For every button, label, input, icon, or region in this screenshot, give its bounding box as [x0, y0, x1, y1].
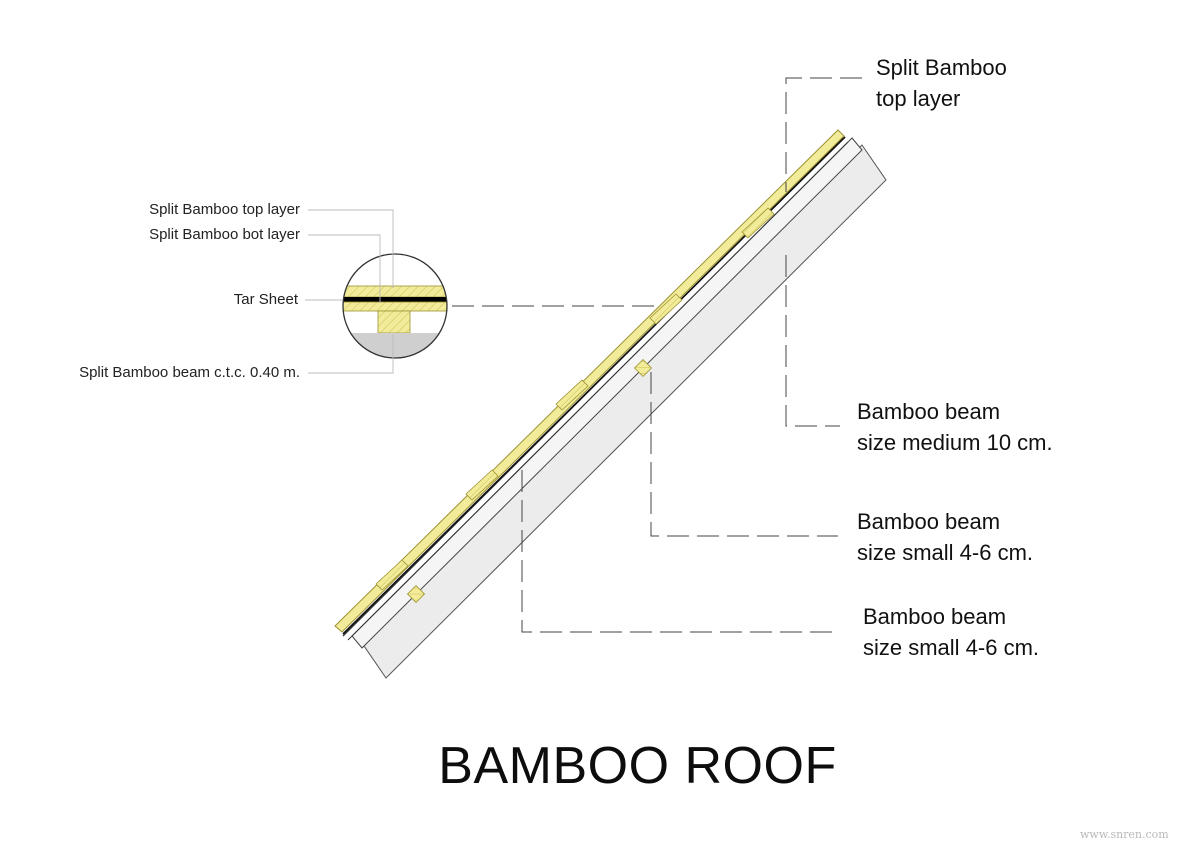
callout-text-line-1: Bamboo beam — [857, 399, 1001, 424]
callout-bamboo-beam-small-1: Bamboo beam size small 4-6 cm. — [857, 506, 1033, 568]
top-bamboo-layer — [334, 129, 845, 633]
callout-text-line-2: size small 4-6 cm. — [863, 635, 1040, 660]
callout-bamboo-beam-small-2: Bamboo beam size small 4-6 cm. — [863, 601, 1039, 663]
detail-leaders — [305, 209, 394, 374]
callout-split-bamboo-top-layer: Split Bamboo top layer — [876, 52, 1007, 114]
drawing-title: BAMBOO ROOF — [438, 737, 837, 795]
callout-text-line-1: Bamboo beam — [857, 509, 1001, 534]
callout-text-line-1: Split Bamboo — [876, 55, 1007, 80]
bamboo-strips — [375, 207, 775, 591]
callout-leaders — [452, 77, 862, 633]
label-split-bamboo-bot-layer: Split Bamboo bot layer — [149, 226, 300, 243]
label-split-bamboo-top-layer: Split Bamboo top layer — [149, 201, 300, 218]
detail-tar-sheet — [343, 297, 447, 302]
label-tar-sheet: Tar Sheet — [233, 291, 298, 308]
small-beam-sections — [406, 358, 653, 604]
callout-text-line-2: top layer — [876, 86, 961, 111]
callout-text-line-1: Bamboo beam — [863, 604, 1007, 629]
detail-bot-layer — [343, 301, 447, 312]
medium-beam-band — [361, 144, 887, 679]
roof-section — [334, 129, 887, 679]
detail-beam — [377, 310, 411, 334]
watermark: www.snren.com — [1080, 828, 1169, 841]
callout-text-line-2: size medium 10 cm. — [857, 430, 1053, 455]
callout-bamboo-beam-medium: Bamboo beam size medium 10 cm. — [857, 396, 1053, 458]
detail-top-layer — [343, 285, 447, 298]
callout-text-line-2: size small 4-6 cm. — [857, 540, 1034, 565]
label-beam-ctc: Split Bamboo beam c.t.c. 0.40 m. — [79, 364, 300, 381]
bot-layer-line-2 — [347, 141, 849, 641]
detail-circle — [342, 253, 448, 359]
